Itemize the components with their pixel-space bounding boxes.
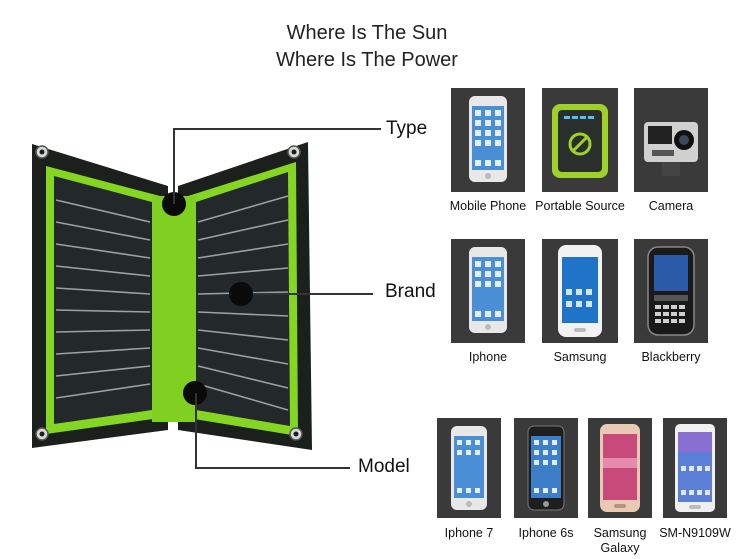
blackberry-caption: Blackberry (641, 350, 701, 364)
mobile-phone-caption: Mobile Phone (449, 199, 527, 213)
mobile-phone-thumb (451, 88, 525, 192)
iphone-7-caption: Iphone 7 (444, 526, 494, 540)
type-callout-dot (162, 192, 186, 216)
type-leader-vertical (173, 128, 175, 204)
headline-power: Where Is The Power (276, 49, 458, 71)
brand-label: Brand (385, 281, 436, 302)
samsung-thumb (542, 239, 618, 343)
samsung-caption: Samsung (553, 350, 607, 364)
model-leader-horizontal (195, 467, 350, 469)
galaxy-note-thumb (663, 418, 727, 518)
portable-source-caption: Portable Source (535, 199, 625, 213)
phone-icon (469, 96, 507, 182)
brand-leader (253, 293, 373, 295)
iphone-6s-icon (527, 425, 565, 511)
model-leader-vertical (195, 393, 197, 468)
power-bank-icon (552, 104, 608, 178)
iphone-icon (469, 247, 507, 333)
iphone-caption: Iphone (468, 350, 508, 364)
samsung-galaxy-icon (600, 424, 640, 512)
samsung-phone-icon (558, 245, 602, 337)
headline-sun: Where Is The Sun (286, 22, 448, 44)
type-leader-horizontal (173, 128, 381, 130)
samsung-galaxy-thumb (588, 418, 652, 518)
samsung-galaxy-caption: Samsung Galaxy (593, 526, 647, 555)
camera-thumb (634, 88, 708, 192)
iphone-7-icon (451, 426, 487, 510)
model-label: Model (358, 456, 410, 477)
brand-callout-dot (229, 282, 253, 306)
sm-n9109w-caption: SM-N9109W (659, 526, 731, 540)
iphone-6s-thumb (514, 418, 578, 518)
camera-caption: Camera (648, 199, 694, 213)
solar-panel-image (32, 142, 312, 450)
galaxy-note-icon (675, 424, 715, 512)
iphone-thumb (451, 239, 525, 343)
type-label: Type (386, 118, 428, 139)
blackberry-icon (647, 246, 695, 336)
iphone-6s-caption: Iphone 6s (518, 526, 574, 540)
action-camera-icon (644, 122, 698, 176)
iphone-7-thumb (437, 418, 501, 518)
portable-source-thumb (542, 88, 618, 192)
blackberry-thumb (634, 239, 708, 343)
